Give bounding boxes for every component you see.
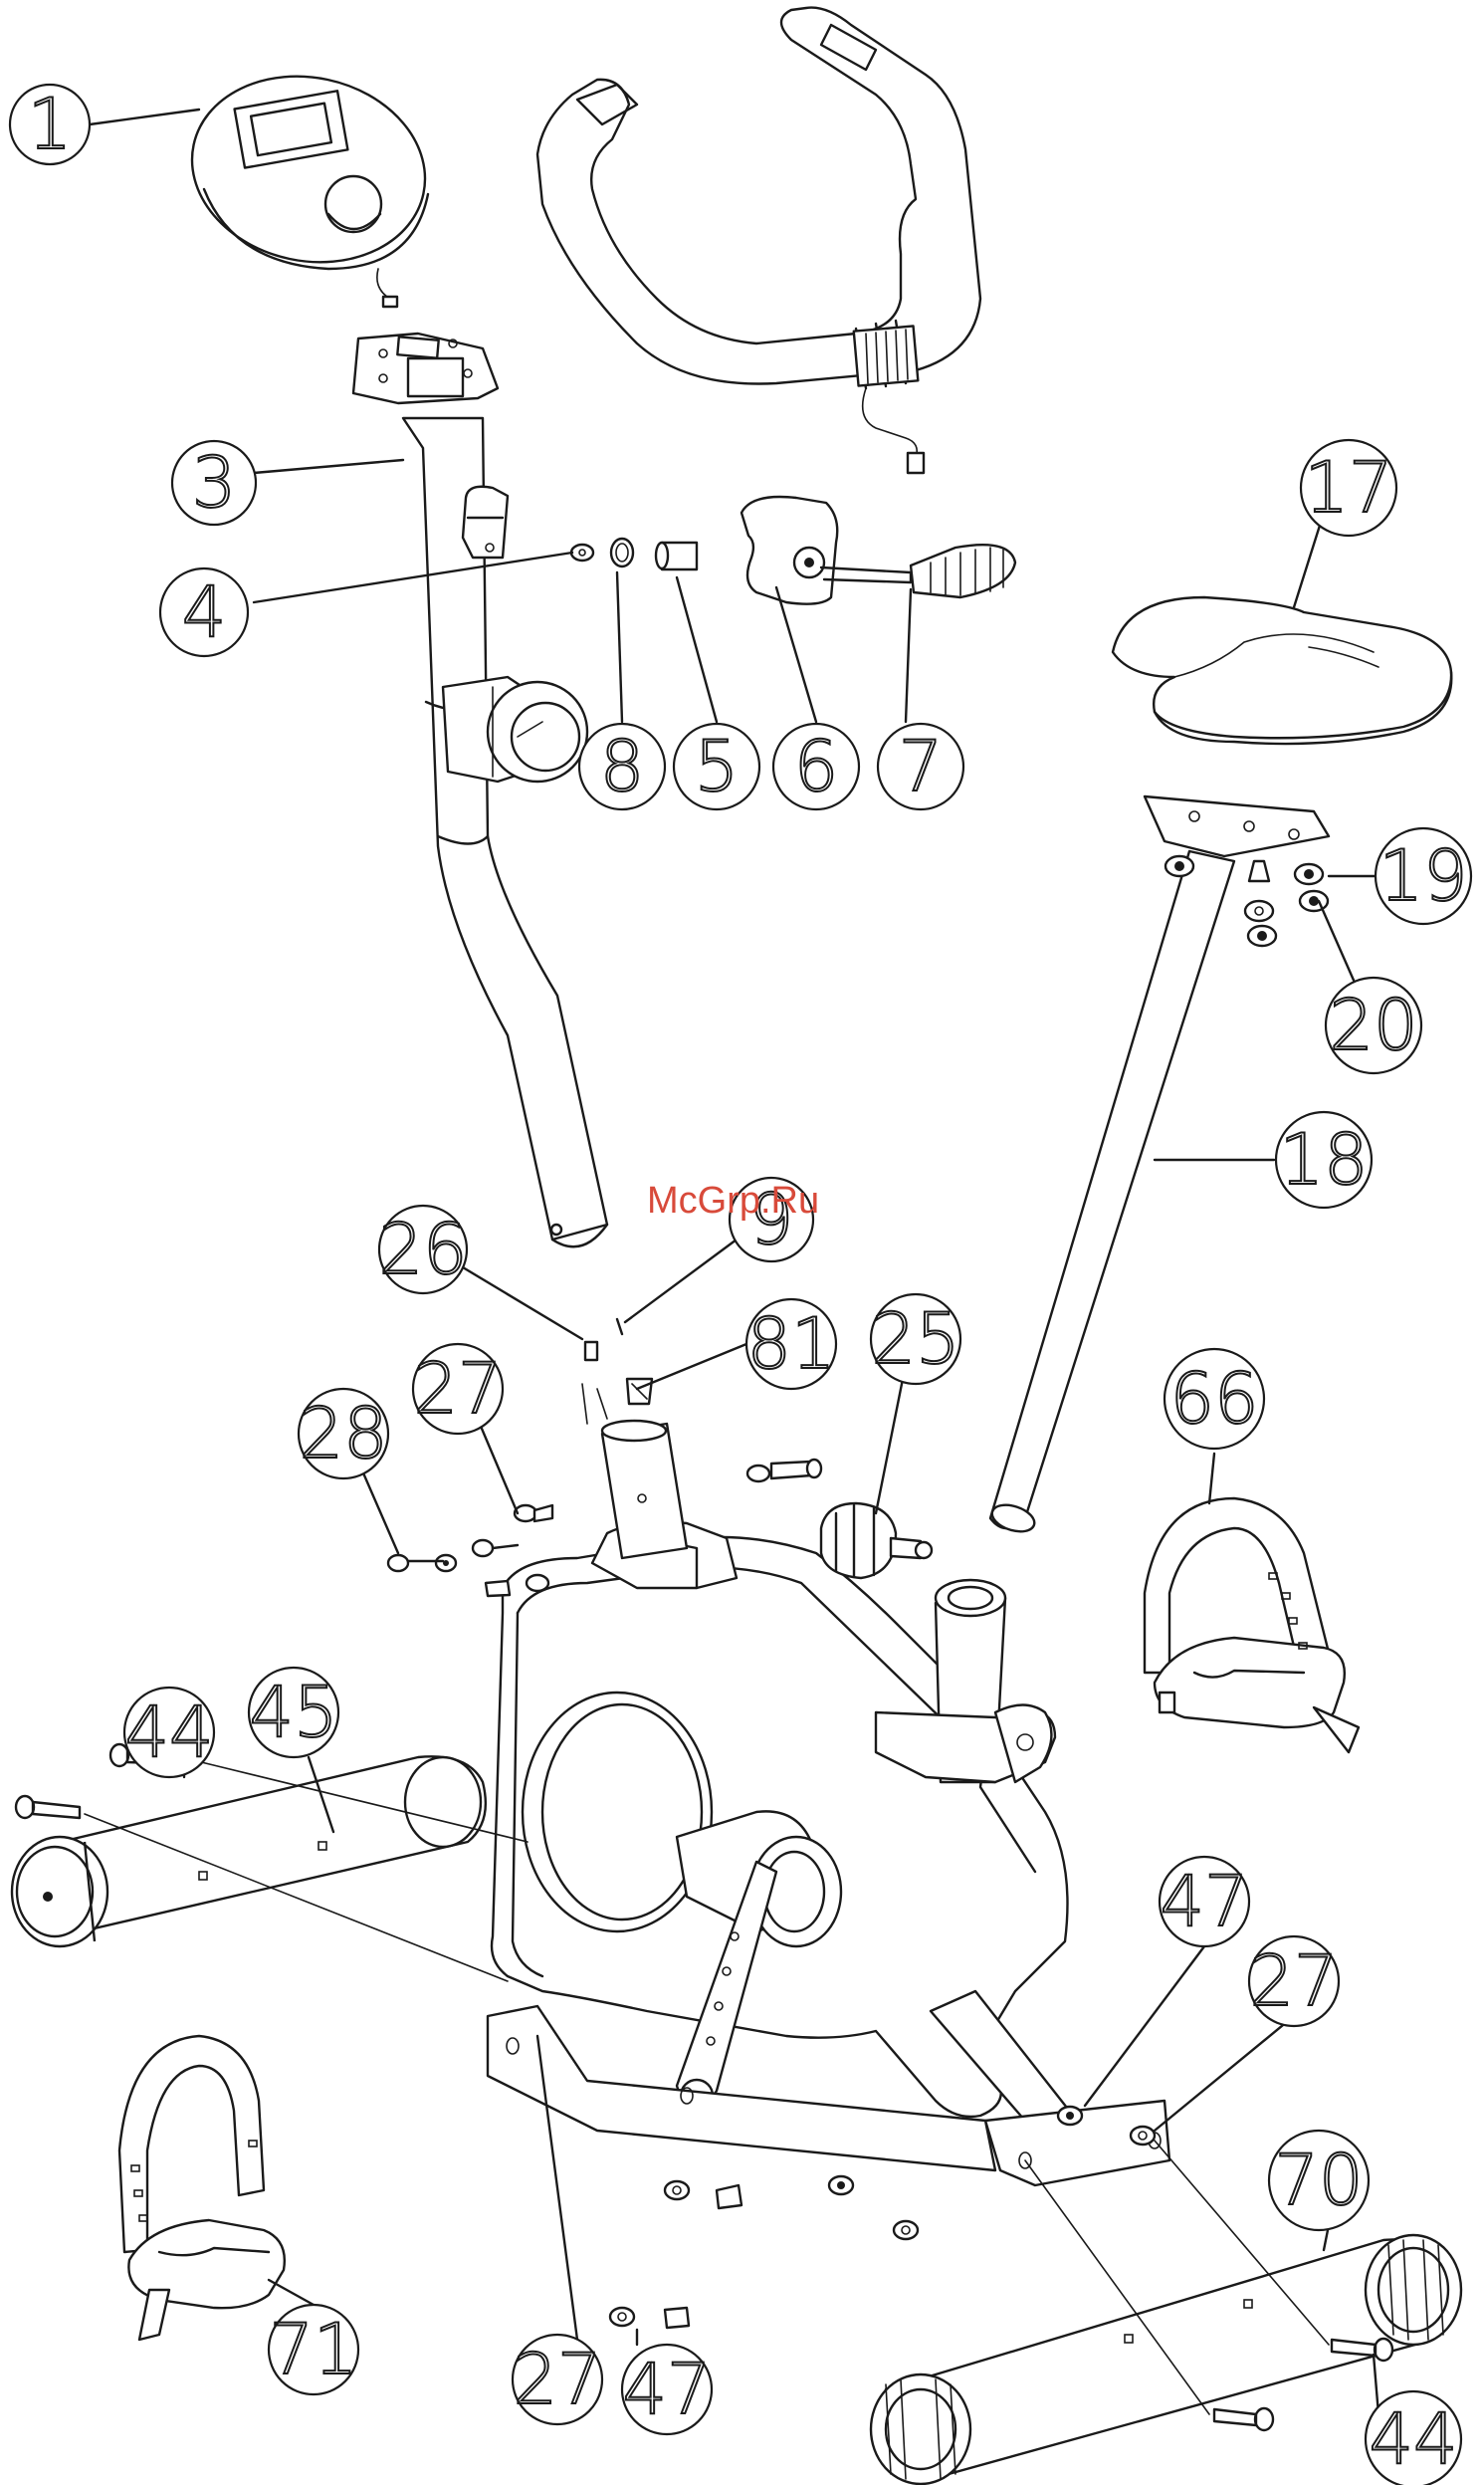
- callout-label: 20: [1329, 985, 1417, 1066]
- callout-26: 26: [378, 1206, 467, 1293]
- callout-label: 44: [124, 1692, 213, 1773]
- callout-27-right: 27: [1249, 1936, 1339, 2026]
- callout-label: 19: [1378, 835, 1467, 917]
- callout-label: 5: [695, 726, 740, 807]
- callout-5: 5: [674, 724, 759, 809]
- callout-70: 70: [1269, 2131, 1369, 2230]
- callout-44-rear: 44: [1366, 2391, 1461, 2485]
- callout-44-front: 44: [124, 1688, 214, 1777]
- callout-label: 28: [299, 1393, 387, 1474]
- callout-label: 27: [513, 2339, 601, 2420]
- handlebar-part: [537, 8, 980, 473]
- callout-label: 6: [794, 726, 839, 807]
- callout-47-right: 47: [1160, 1857, 1249, 1946]
- callout-label: 47: [1160, 1861, 1248, 1942]
- seat-part: [1113, 597, 1451, 744]
- callout-1: 1: [10, 84, 90, 165]
- callout-label: 44: [1369, 2398, 1457, 2480]
- callout-label: 18: [1279, 1119, 1368, 1201]
- watermark-text: McGrp.Ru: [647, 1180, 819, 1222]
- callout-label: 45: [249, 1672, 337, 1753]
- callout-label: 1: [28, 84, 73, 165]
- callout-label: 8: [600, 726, 645, 807]
- pin-hardware-parts: [571, 497, 1015, 604]
- callout-label: 7: [899, 726, 944, 807]
- front-stabilizer-part: [12, 1744, 528, 1981]
- callout-25: 25: [871, 1294, 960, 1384]
- callout-label: 26: [378, 1209, 467, 1290]
- callout-4: 4: [160, 568, 248, 656]
- callout-27-bottom: 27: [513, 2335, 602, 2424]
- callout-28: 28: [299, 1389, 388, 1478]
- callout-27: 27: [413, 1344, 503, 1434]
- callout-label: 17: [1304, 447, 1392, 529]
- callout-3: 3: [172, 441, 256, 525]
- right-pedal-part: [1145, 1498, 1359, 1752]
- callout-47-bottom: 47: [622, 2345, 712, 2434]
- callout-6: 6: [773, 724, 859, 809]
- callout-66: 66: [1165, 1349, 1264, 1449]
- callout-label: 25: [871, 1298, 959, 1380]
- callout-17: 17: [1301, 440, 1396, 536]
- callout-label: 47: [622, 2349, 711, 2430]
- callout-20: 20: [1326, 978, 1421, 1073]
- callout-81: 81: [746, 1299, 836, 1389]
- callout-label: 4: [182, 571, 227, 653]
- callout-label: 81: [746, 1303, 835, 1385]
- main-frame-part: [488, 1522, 1169, 2185]
- callout-8: 8: [579, 724, 665, 809]
- callout-19: 19: [1376, 828, 1471, 924]
- callout-71: 71: [269, 2305, 358, 2394]
- console-part: [174, 55, 442, 307]
- tension-knob-part: [821, 1503, 932, 1578]
- callout-18: 18: [1276, 1112, 1372, 1208]
- left-pedal-part: [119, 2036, 285, 2340]
- callout-label: 70: [1274, 2140, 1363, 2221]
- callout-label: 27: [413, 1348, 502, 1430]
- callout-label: 27: [1249, 1940, 1338, 2022]
- callout-label: 71: [269, 2309, 357, 2390]
- callout-label: 66: [1169, 1358, 1258, 1440]
- front-post-part: [353, 334, 607, 1246]
- callout-label: 3: [192, 442, 237, 524]
- callout-45: 45: [249, 1668, 338, 1757]
- leader-lines: [90, 110, 1378, 2414]
- callout-7: 7: [878, 724, 963, 809]
